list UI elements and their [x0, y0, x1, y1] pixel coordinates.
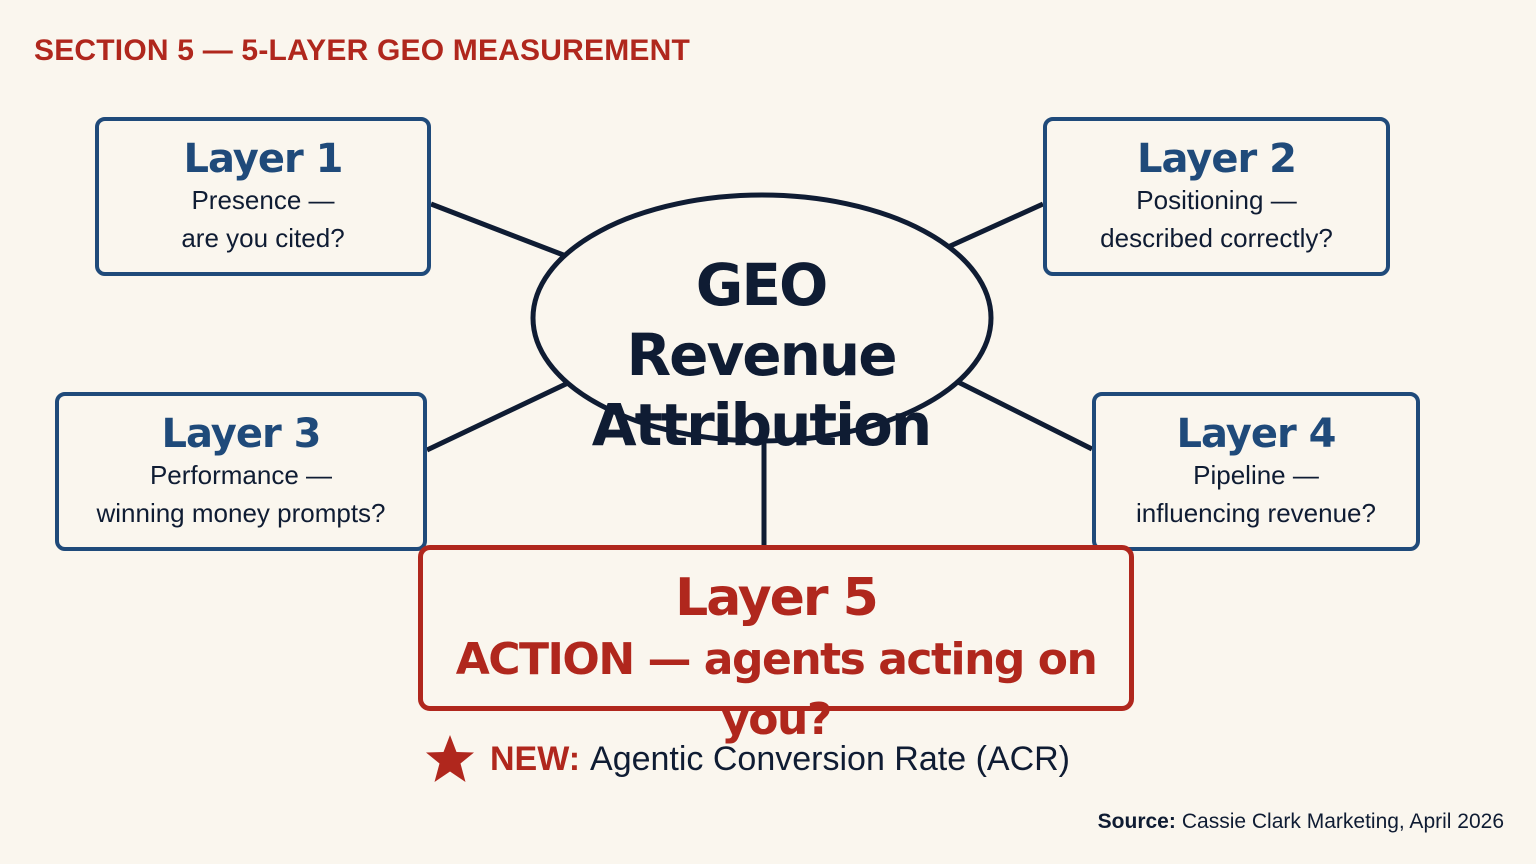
layer-3-title: Layer 3 — [161, 411, 322, 457]
center-title-line-2: Attribution — [591, 391, 932, 459]
layer-2-title: Layer 2 — [1137, 136, 1297, 182]
layer-1-desc-line-1: Presence — — [191, 185, 335, 215]
layer-1-desc-line-2: are you cited? — [181, 223, 345, 253]
layer-4-box: Layer 4 Pipeline — influencing revenue? — [1092, 392, 1420, 551]
layer-5-desc: ACTION — agents acting on you? — [455, 634, 1098, 745]
source-text: Cassie Clark Marketing, April 2026 — [1181, 810, 1504, 833]
center-title-line-1: GEO Revenue — [626, 251, 897, 389]
layer-4-desc-line-1: Pipeline — — [1193, 460, 1319, 490]
layer-3-box: Layer 3 Performance — winning money prom… — [55, 392, 427, 551]
star-icon — [426, 735, 474, 782]
center-ellipse — [530, 192, 994, 444]
connector-layer-2 — [946, 201, 1045, 250]
source-label: Source: — [1097, 810, 1176, 833]
layer-1-box: Layer 1 Presence — are you cited? — [95, 117, 431, 276]
new-metric-text: Agentic Conversion Rate (ACR) — [590, 739, 1070, 778]
layer-2-desc-line-1: Positioning — — [1136, 185, 1297, 215]
layer-5-title: Layer 5 — [675, 568, 879, 628]
layer-5-box: Layer 5 ACTION — agents acting on you? — [418, 545, 1134, 745]
connector-layer-3 — [425, 380, 570, 453]
connector-layer-1 — [430, 201, 567, 259]
layer-4-desc-line-2: influencing revenue? — [1136, 498, 1376, 528]
new-label: NEW: — [490, 739, 581, 778]
connector-layer-4 — [956, 379, 1094, 452]
layer-4-title: Layer 4 — [1176, 411, 1337, 457]
new-metric-callout: NEW: Agentic Conversion Rate (ACR) — [424, 733, 1070, 785]
source-citation: Source:Cassie Clark Marketing, April 202… — [1098, 810, 1504, 834]
center-title: GEO Revenue Attribution — [556, 250, 966, 460]
layer-3-desc-line-2: winning money prompts? — [96, 498, 386, 528]
section-title: SECTION 5 — 5-LAYER GEO MEASUREMENT — [34, 34, 690, 67]
layer-2-desc-line-2: described correctly? — [1100, 223, 1333, 253]
layer-1-title: Layer 1 — [183, 136, 344, 182]
layer-2-box: Layer 2 Positioning — described correctl… — [1043, 117, 1390, 276]
layer-3-desc-line-1: Performance — — [149, 460, 333, 490]
